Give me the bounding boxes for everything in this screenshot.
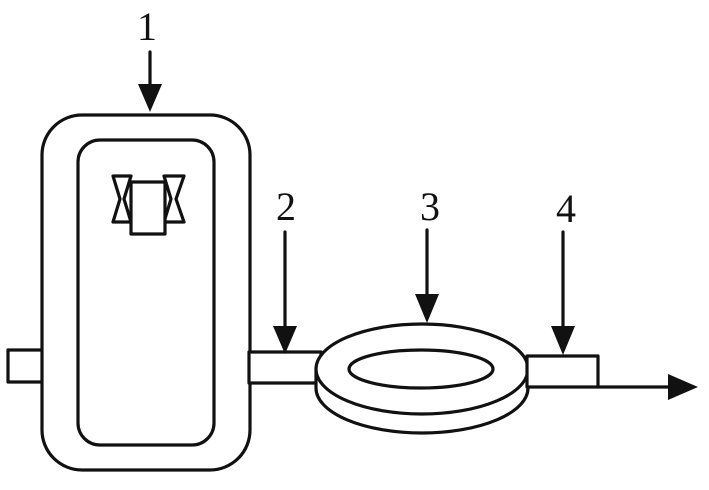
vessel xyxy=(40,113,252,472)
callout-label-4: 4 xyxy=(556,186,576,231)
callout-label-3: 3 xyxy=(420,184,440,229)
vessel-inner-wall xyxy=(76,138,216,447)
callout-arrow-2 xyxy=(273,230,297,354)
outlet-flow-arrow xyxy=(596,374,698,400)
vessel-outer-wall xyxy=(40,113,252,472)
callout-arrow-3 xyxy=(415,228,439,323)
callout-label-2: 2 xyxy=(276,184,296,229)
stirrer-icon xyxy=(111,174,186,236)
callout-label-1: 1 xyxy=(137,4,157,49)
ring-element xyxy=(314,322,530,435)
callout-arrow-4 xyxy=(551,230,575,355)
callout-arrow-1 xyxy=(138,50,162,112)
connecting-pipe xyxy=(247,350,323,385)
outlet-pipe xyxy=(525,354,600,389)
